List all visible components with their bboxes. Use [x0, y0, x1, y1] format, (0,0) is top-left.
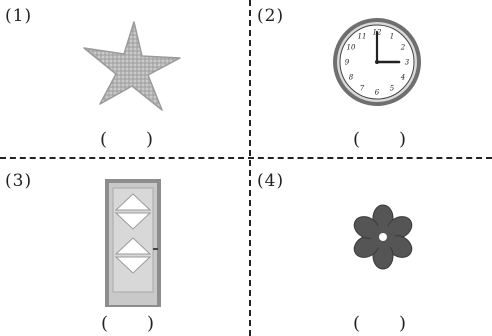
flower-icon: [353, 204, 413, 270]
clock-numeral: 1: [390, 33, 394, 41]
item-1: (1) ( ): [0, 0, 246, 157]
door-icon: [105, 179, 161, 307]
clock-numeral: 5: [390, 84, 395, 92]
clock-numeral: 2: [400, 44, 406, 52]
clock-numeral: 7: [360, 84, 365, 92]
clock-icon: 121234567891011: [333, 18, 421, 106]
answer-blank[interactable]: ( ): [353, 313, 408, 334]
answer-blank[interactable]: ( ): [101, 313, 156, 334]
item-number: (1): [5, 6, 33, 26]
item-2: (2) 121234567891011 ( ): [251, 0, 492, 157]
vertical-dashed-divider: [249, 0, 251, 336]
answer-blank[interactable]: ( ): [100, 129, 155, 150]
clock-numeral: 3: [405, 59, 410, 67]
horizontal-dashed-divider: [0, 157, 492, 159]
clock-numeral: 11: [358, 33, 367, 41]
starfish-icon: [83, 21, 181, 111]
clock-numeral: 8: [349, 74, 354, 82]
item-number: (3): [5, 171, 33, 191]
clock-numeral: 10: [347, 44, 356, 52]
clock-numeral: 9: [345, 59, 350, 67]
item-number: (4): [257, 171, 285, 191]
item-number: (2): [257, 6, 285, 26]
item-3: (3) ( ): [0, 160, 246, 336]
item-4: (4) ( ): [251, 160, 492, 336]
clock-numeral: 6: [375, 89, 380, 97]
clock-numeral: 4: [400, 74, 405, 82]
answer-blank[interactable]: ( ): [353, 129, 408, 150]
